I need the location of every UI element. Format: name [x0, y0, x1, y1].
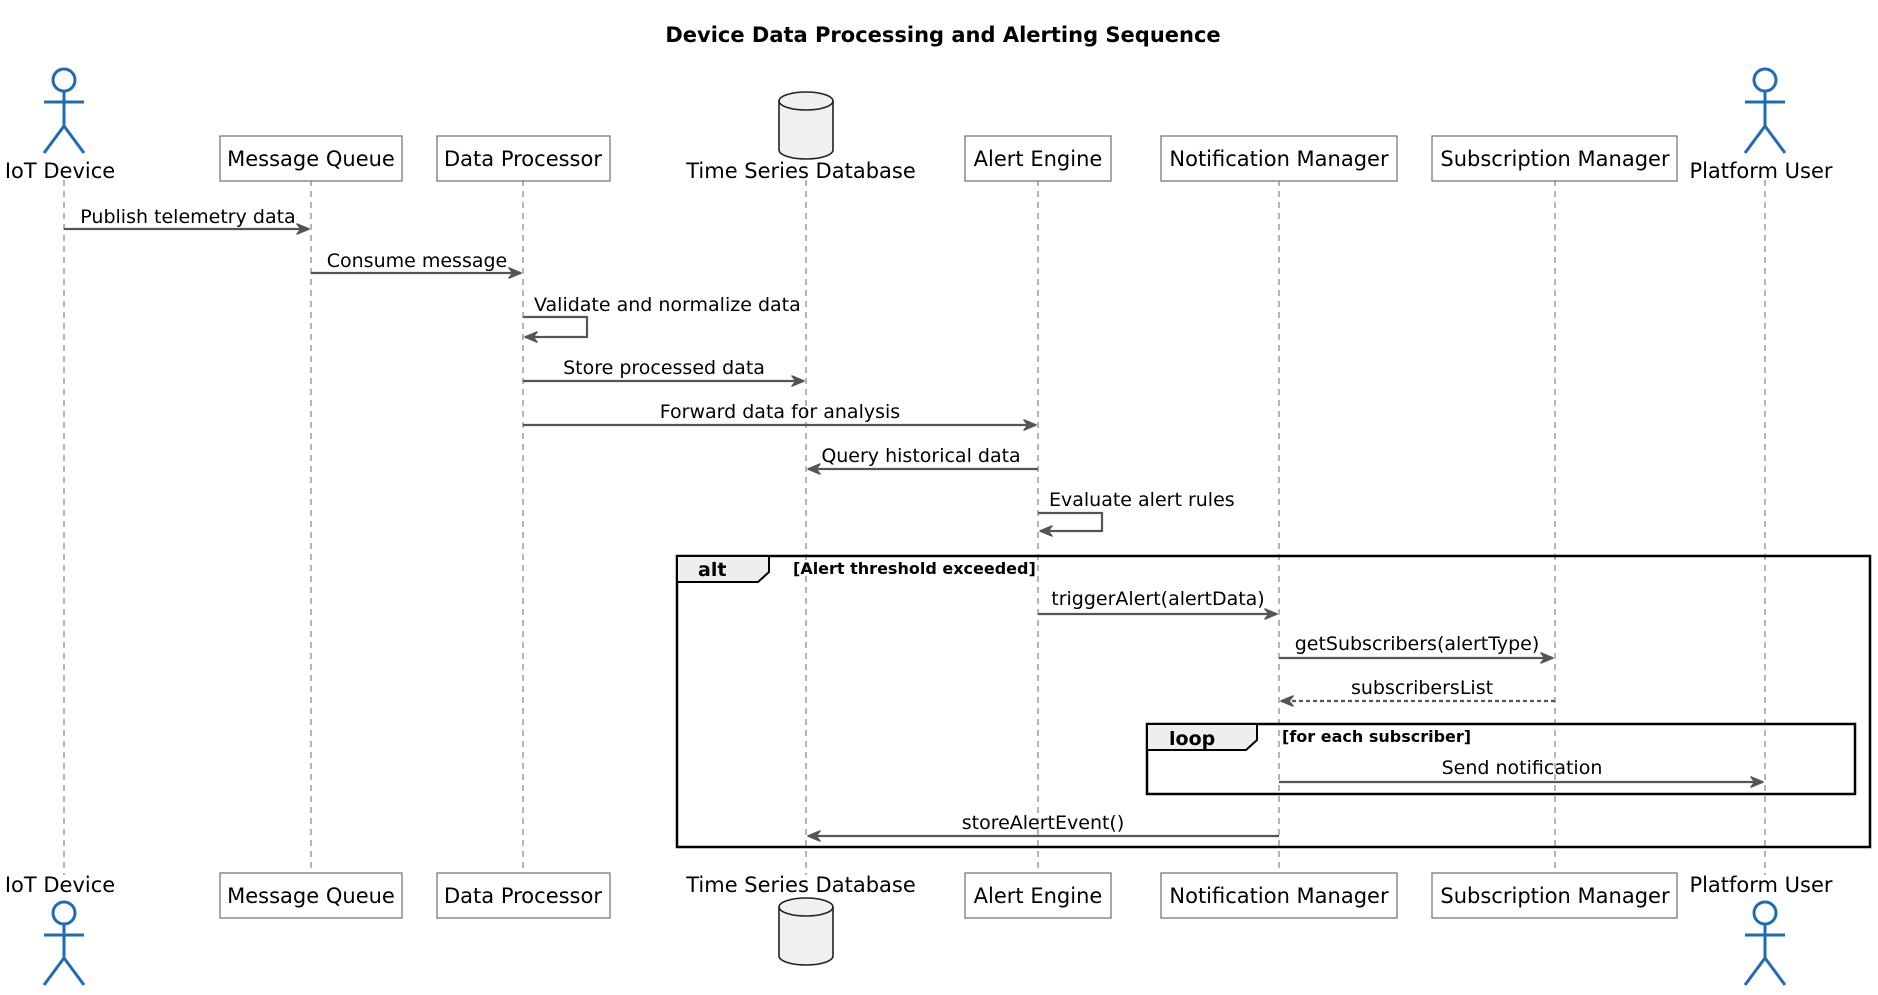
message-label: Consume message	[327, 250, 508, 272]
participant-subscription-manager-top: Subscription Manager	[1440, 147, 1670, 171]
alt-frame-tab	[676, 555, 770, 583]
alt-guard: [Alert threshold exceeded]	[793, 559, 1036, 578]
alt-keyword: alt	[698, 559, 726, 581]
message-label: subscribersList	[1351, 677, 1493, 699]
self-message-arrow	[1038, 511, 1104, 537]
message-label: storeAlertEvent()	[962, 812, 1125, 834]
participant-notification-manager-bottom: Notification Manager	[1169, 884, 1389, 908]
participant-time-series-db-bottom: Time Series Database	[685, 873, 916, 897]
message-label: Query historical data	[821, 445, 1020, 467]
participant-alert-engine-top: Alert Engine	[974, 147, 1103, 171]
participant-box-subscription-manager-bottom	[1431, 872, 1678, 919]
participant-alert-engine-bottom: Alert Engine	[974, 884, 1103, 908]
participant-box-notification-manager-top	[1160, 135, 1398, 182]
participant-platform-user-top: Platform User	[1689, 159, 1832, 183]
message-label: Send notification	[1442, 757, 1603, 779]
message-label: getSubscribers(alertType)	[1295, 633, 1540, 655]
loop-frame-tab	[1146, 723, 1258, 751]
participant-box-data-processor-top	[436, 135, 611, 182]
message-label: Forward data for analysis	[660, 401, 900, 423]
message-label: Validate and normalize data	[534, 294, 801, 316]
participant-box-notification-manager-bottom	[1160, 872, 1398, 919]
database-icon	[778, 897, 834, 966]
loop-guard: [for each subscriber]	[1282, 727, 1471, 746]
participant-iot-device-top: IoT Device	[5, 159, 115, 183]
participant-box-subscription-manager-top	[1431, 135, 1678, 182]
message-label: triggerAlert(alertData)	[1051, 588, 1264, 610]
participant-subscription-manager-bottom: Subscription Manager	[1440, 884, 1670, 908]
actor-icon	[42, 67, 86, 154]
participant-box-alert-engine-bottom	[964, 872, 1112, 919]
participant-box-data-processor-bottom	[436, 872, 611, 919]
participant-iot-device-bottom: IoT Device	[5, 873, 115, 897]
participant-box-message-queue-bottom	[219, 872, 403, 919]
participant-data-processor-bottom: Data Processor	[444, 884, 602, 908]
message-label: Evaluate alert rules	[1049, 489, 1235, 511]
loop-frame	[1145, 722, 1857, 796]
participant-message-queue-bottom: Message Queue	[227, 884, 395, 908]
participant-box-message-queue-top	[219, 135, 403, 182]
alt-frame	[675, 554, 1872, 849]
participant-message-queue-top: Message Queue	[227, 147, 395, 171]
message-label: Publish telemetry data	[80, 206, 295, 228]
participant-time-series-db-top: Time Series Database	[685, 159, 916, 183]
message-label: Store processed data	[563, 357, 765, 379]
actor-icon	[1743, 900, 1787, 986]
actor-icon	[42, 900, 86, 986]
diagram-title: Device Data Processing and Alerting Sequ…	[665, 23, 1220, 47]
loop-keyword: loop	[1169, 728, 1215, 750]
participant-data-processor-top: Data Processor	[444, 147, 602, 171]
self-message-arrow	[523, 315, 589, 343]
participant-platform-user-bottom: Platform User	[1689, 873, 1832, 897]
participant-notification-manager-top: Notification Manager	[1169, 147, 1389, 171]
database-icon	[778, 91, 834, 160]
actor-icon	[1743, 67, 1787, 154]
participant-box-alert-engine-top	[964, 135, 1112, 182]
